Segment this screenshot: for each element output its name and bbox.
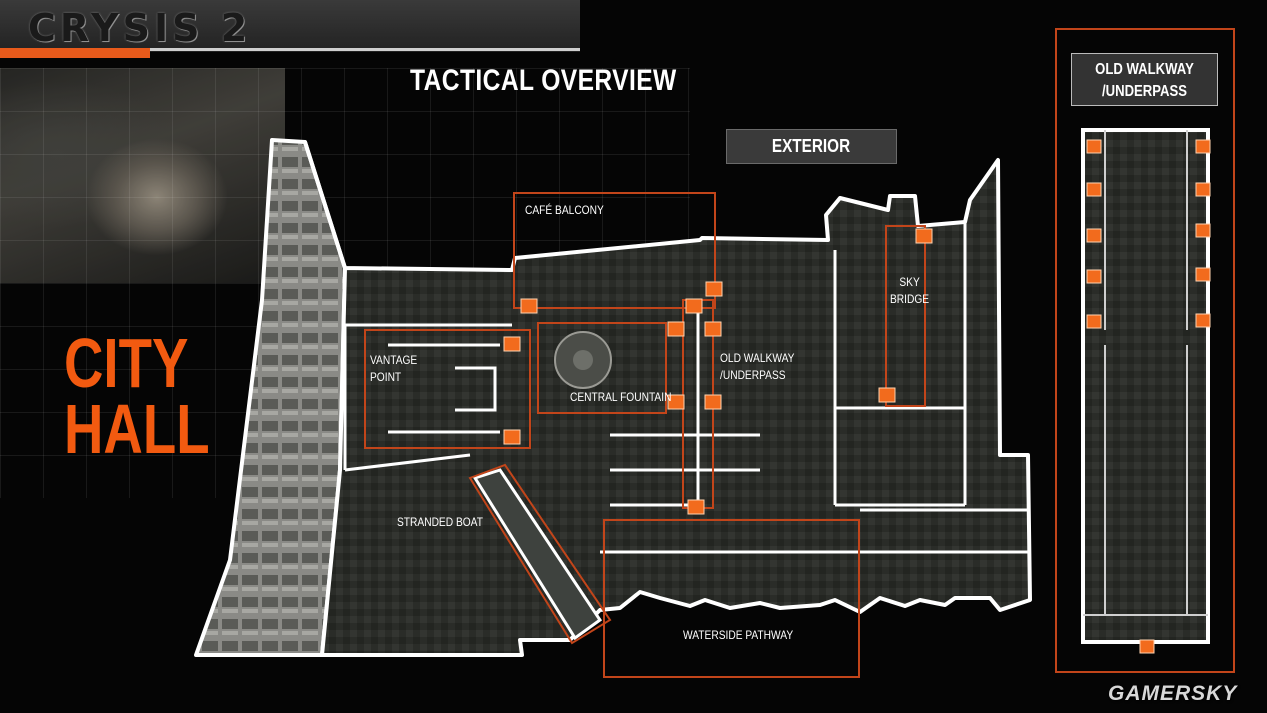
marker-icon	[687, 499, 705, 515]
title-bar	[0, 0, 580, 52]
zone-sky-bridge	[885, 225, 926, 407]
label-vantage-point-line-2: POINT	[370, 370, 402, 384]
map-name: CITY HALL	[64, 324, 210, 468]
marker-icon	[520, 298, 538, 314]
marker-icon	[878, 387, 896, 403]
tower-building	[194, 138, 347, 657]
label-vantage-point-line-1: VANTAGE	[370, 353, 418, 367]
title-bar-line	[150, 48, 580, 51]
tactical-overview-title: TACTICAL OVERVIEW	[410, 64, 677, 97]
marker-icon	[1195, 223, 1211, 238]
stranded-boat-shape	[472, 468, 603, 641]
city-hall-photo	[0, 68, 285, 283]
marker-icon	[704, 321, 722, 337]
marker-icon	[1086, 269, 1102, 284]
label-stranded-boat: STRANDED BOAT	[397, 515, 483, 529]
zone-central-fountain	[537, 322, 667, 414]
title-bar-accent	[0, 48, 150, 58]
underpass-panel-title-line-1: OLD WALKWAY	[1095, 61, 1194, 78]
underpass-walls	[1083, 130, 1208, 616]
marker-icon	[1086, 228, 1102, 243]
map-name-line-1: CITY	[64, 324, 189, 402]
marker-icon	[1195, 267, 1211, 282]
central-fountain-core	[573, 350, 593, 370]
zone-waterside-pathway	[603, 519, 860, 678]
zone-vantage-point	[364, 329, 531, 449]
marker-icon	[1195, 139, 1211, 154]
zone-stranded-boat	[468, 463, 612, 645]
label-sky-bridge-line-1: SKY	[899, 275, 920, 289]
exterior-label: EXTERIOR	[726, 129, 897, 164]
marker-icon	[915, 228, 933, 244]
marker-icon	[503, 336, 521, 352]
label-sky-bridge-line-2: BRIDGE	[890, 292, 930, 306]
label-cafe-balcony: CAFÉ BALCONY	[525, 203, 604, 217]
marker-icon	[1195, 182, 1211, 197]
underpass-panel-title-line-2: /UNDERPASS	[1101, 83, 1188, 100]
marker-icon	[1195, 313, 1211, 328]
label-old-walkway-line-2: /UNDERPASS	[720, 368, 786, 382]
marker-icon	[705, 281, 723, 297]
label-sky-bridge: SKY BRIDGE	[890, 274, 929, 308]
zone-cafe-balcony	[513, 192, 716, 309]
map-road-lines	[343, 222, 1028, 554]
map-name-line-2: HALL	[64, 390, 210, 468]
marker-icon	[667, 394, 685, 410]
game-logo: CRYSIS 2	[28, 6, 252, 50]
exterior-label-text: EXTERIOR	[772, 136, 851, 156]
label-old-walkway: OLD WALKWAY /UNDERPASS	[720, 350, 794, 384]
marker-icon	[685, 298, 703, 314]
label-waterside-pathway: WATERSIDE PATHWAY	[683, 628, 794, 642]
marker-icon	[667, 321, 685, 337]
marker-icon	[704, 394, 722, 410]
vantage-walls	[388, 343, 500, 434]
marker-icon	[1086, 314, 1102, 329]
underpass-panel	[1055, 28, 1235, 673]
watermark: GAMERSKY	[1108, 682, 1238, 705]
label-old-walkway-line-1: OLD WALKWAY	[720, 351, 795, 365]
underpass-panel-title: OLD WALKWAY /UNDERPASS	[1071, 53, 1218, 106]
label-vantage-point: VANTAGE POINT	[370, 352, 417, 386]
marker-icon	[503, 429, 521, 445]
marker-icon	[1086, 182, 1102, 197]
marker-icon	[1139, 639, 1155, 654]
label-central-fountain: CENTRAL FOUNTAIN	[570, 390, 672, 404]
marker-icon	[1086, 139, 1102, 154]
